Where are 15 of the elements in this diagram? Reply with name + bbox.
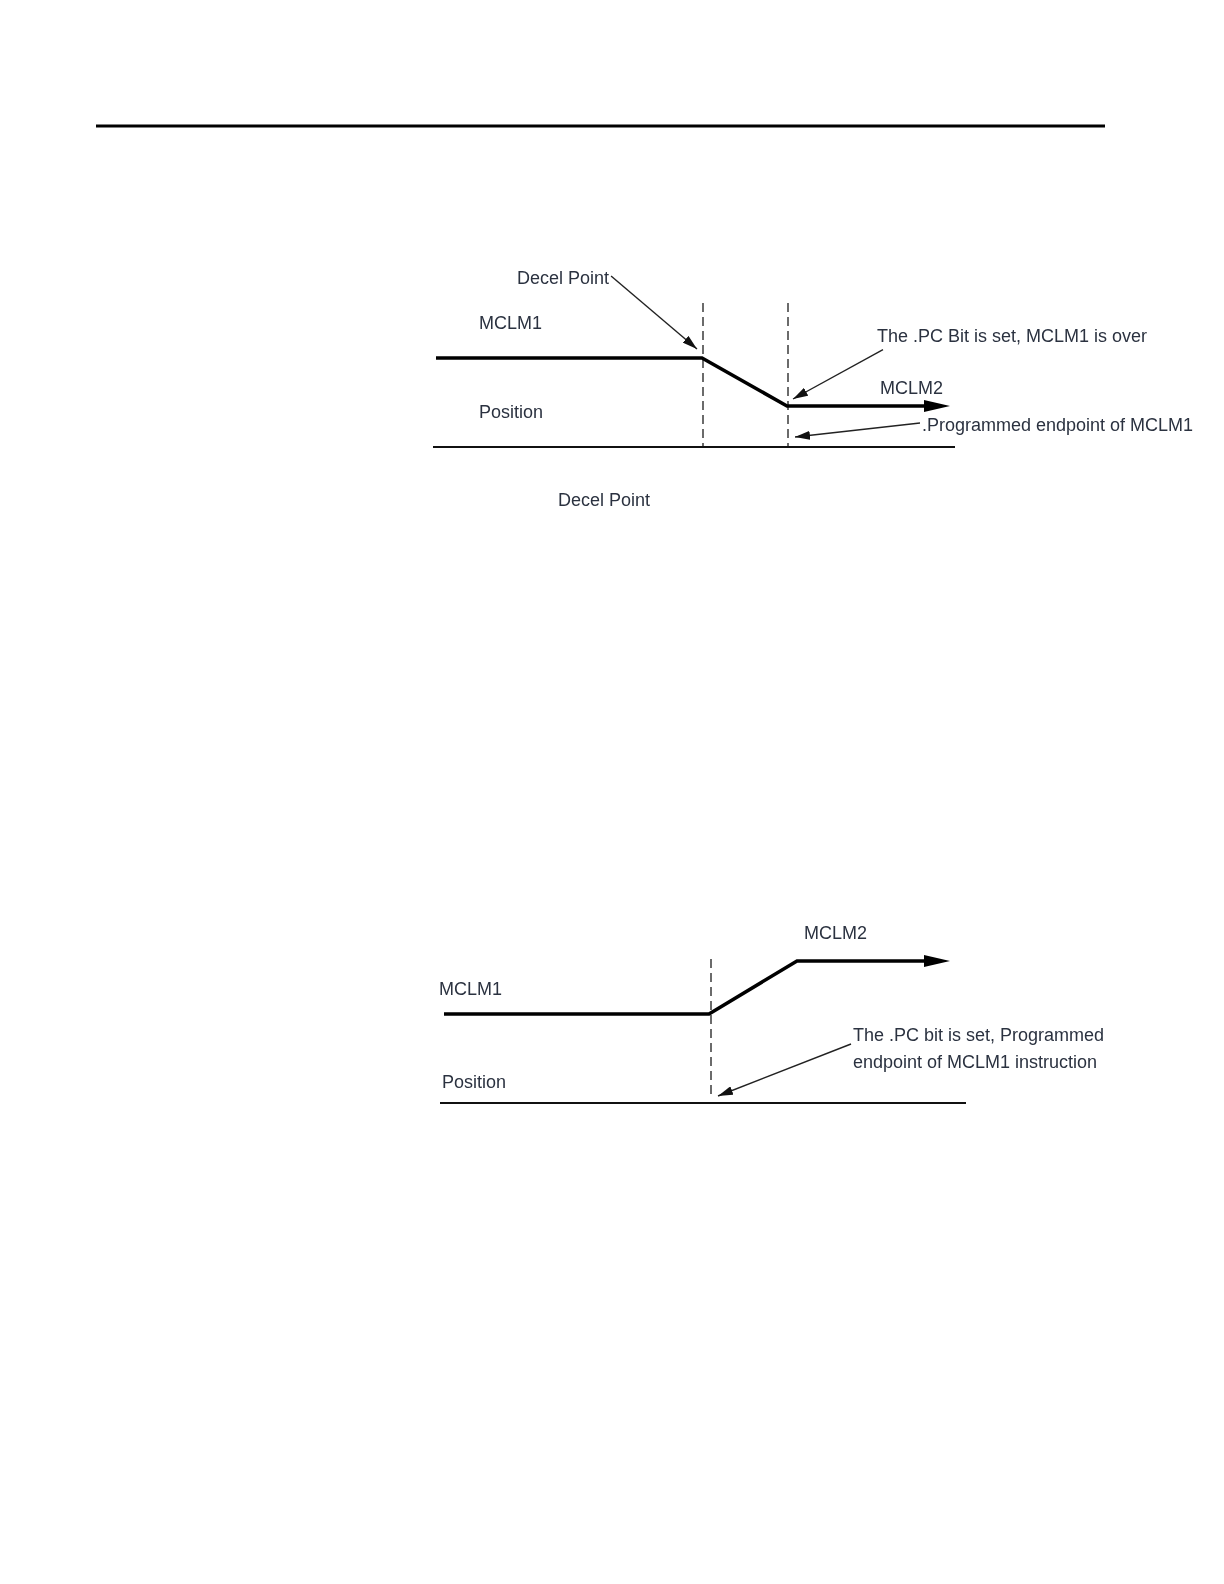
axis-label: Position (479, 402, 544, 424)
callout-text: The .PC Bit is set, MCLM1 is over (877, 326, 1148, 348)
curve-label: MCLM2 (804, 923, 867, 945)
leader-arrow (610, 275, 698, 350)
curve-label: MCLM2 (880, 378, 943, 400)
callout-text: Decel Point (517, 268, 610, 290)
leader-arrow (717, 1043, 852, 1097)
curve-label: MCLM1 (479, 313, 542, 335)
curve-label: MCLM1 (439, 979, 502, 1001)
point-label: Decel Point (558, 490, 651, 512)
leader-arrow (794, 422, 921, 440)
callout-text: The .PC bit is set, Programmed endpoint of MCLM1 instruction (853, 1022, 1133, 1076)
leader-arrow (792, 348, 884, 400)
axis-label: Position (442, 1072, 507, 1094)
callout-text: .Programmed endpoint of MCLM1 (922, 415, 1194, 437)
